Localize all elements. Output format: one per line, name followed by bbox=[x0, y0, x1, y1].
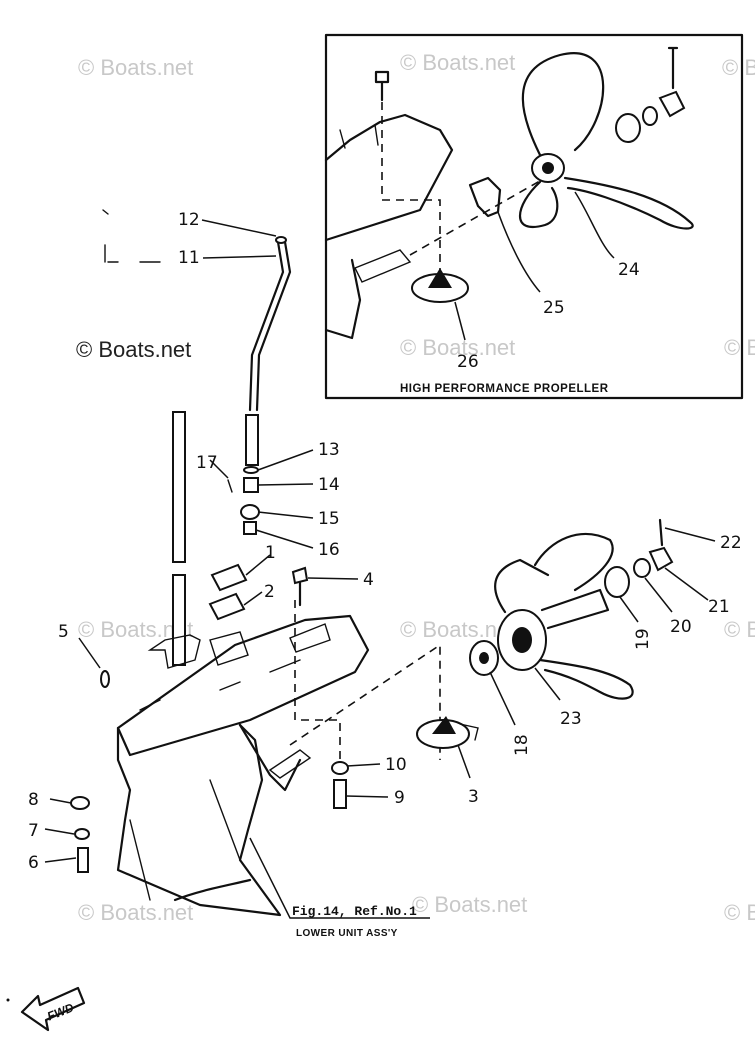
watermark: © Boats.net bbox=[412, 892, 527, 917]
watermark: © Boats.net bbox=[724, 900, 755, 925]
callout-18: 18 bbox=[512, 734, 532, 756]
callout-16: 16 bbox=[318, 540, 340, 560]
callout-11: 11 bbox=[178, 248, 200, 268]
callout-8: 8 bbox=[28, 790, 39, 810]
callout-9: 9 bbox=[394, 788, 405, 808]
callout-26: 26 bbox=[457, 352, 479, 372]
callouts: 12 11 13 17 14 15 16 1 2 4 5 8 7 6 10 9 … bbox=[28, 210, 742, 873]
callout-12: 12 bbox=[178, 210, 200, 230]
reference-caption: Fig.14, Ref.No.1 LOWER UNIT ASS'Y bbox=[292, 904, 417, 939]
watermark: © Boats.net bbox=[724, 617, 755, 642]
assembly-name: LOWER UNIT ASS'Y bbox=[296, 928, 398, 939]
callout-25: 25 bbox=[543, 298, 565, 318]
callout-1: 1 bbox=[265, 543, 276, 563]
callout-22: 22 bbox=[720, 533, 742, 553]
watermark: © Boats.net bbox=[400, 617, 515, 642]
callout-2: 2 bbox=[264, 582, 275, 602]
callout-3: 3 bbox=[468, 787, 479, 807]
small-parts bbox=[70, 563, 349, 873]
callout-7: 7 bbox=[28, 821, 39, 841]
watermarks: © Boats.net © Boats.net © Boats.net © Bo… bbox=[76, 50, 755, 925]
watermark: © Boats.net bbox=[400, 50, 515, 75]
inset-caption: HIGH PERFORMANCE PROPELLER bbox=[400, 383, 609, 395]
propeller bbox=[416, 518, 674, 749]
watermark: © Boats.net bbox=[400, 335, 515, 360]
callout-4: 4 bbox=[363, 570, 374, 590]
callout-5: 5 bbox=[58, 622, 69, 642]
watermark: © Boats.net bbox=[78, 900, 193, 925]
callout-20: 20 bbox=[670, 617, 692, 637]
fig-reference: Fig.14, Ref.No.1 bbox=[292, 904, 417, 919]
callout-10: 10 bbox=[385, 755, 407, 775]
callout-6: 6 bbox=[28, 853, 39, 873]
callout-21: 21 bbox=[708, 597, 730, 617]
watermark: © Boats.net bbox=[78, 55, 193, 80]
callout-19: 19 bbox=[633, 628, 653, 650]
fwd-arrow: FWD bbox=[6, 986, 86, 1032]
fwd-label: FWD bbox=[45, 1000, 76, 1023]
watermark: © Boats.net bbox=[76, 337, 191, 362]
inset-high-performance-propeller: 24 25 26 HIGH PERFORMANCE PROPELLER bbox=[324, 33, 744, 400]
inset-frame bbox=[324, 33, 744, 400]
callout-14: 14 bbox=[318, 475, 340, 495]
gear-case bbox=[116, 600, 441, 919]
callout-13: 13 bbox=[318, 440, 340, 460]
watermark: © Boats.net bbox=[722, 55, 755, 80]
callout-17: 17 bbox=[196, 453, 218, 473]
shift-rod bbox=[102, 209, 292, 535]
callout-24: 24 bbox=[618, 260, 640, 280]
callout-15: 15 bbox=[318, 509, 340, 529]
watermark: © Boats.net bbox=[724, 335, 755, 360]
callout-23: 23 bbox=[560, 709, 582, 729]
drive-shaft bbox=[172, 411, 186, 666]
